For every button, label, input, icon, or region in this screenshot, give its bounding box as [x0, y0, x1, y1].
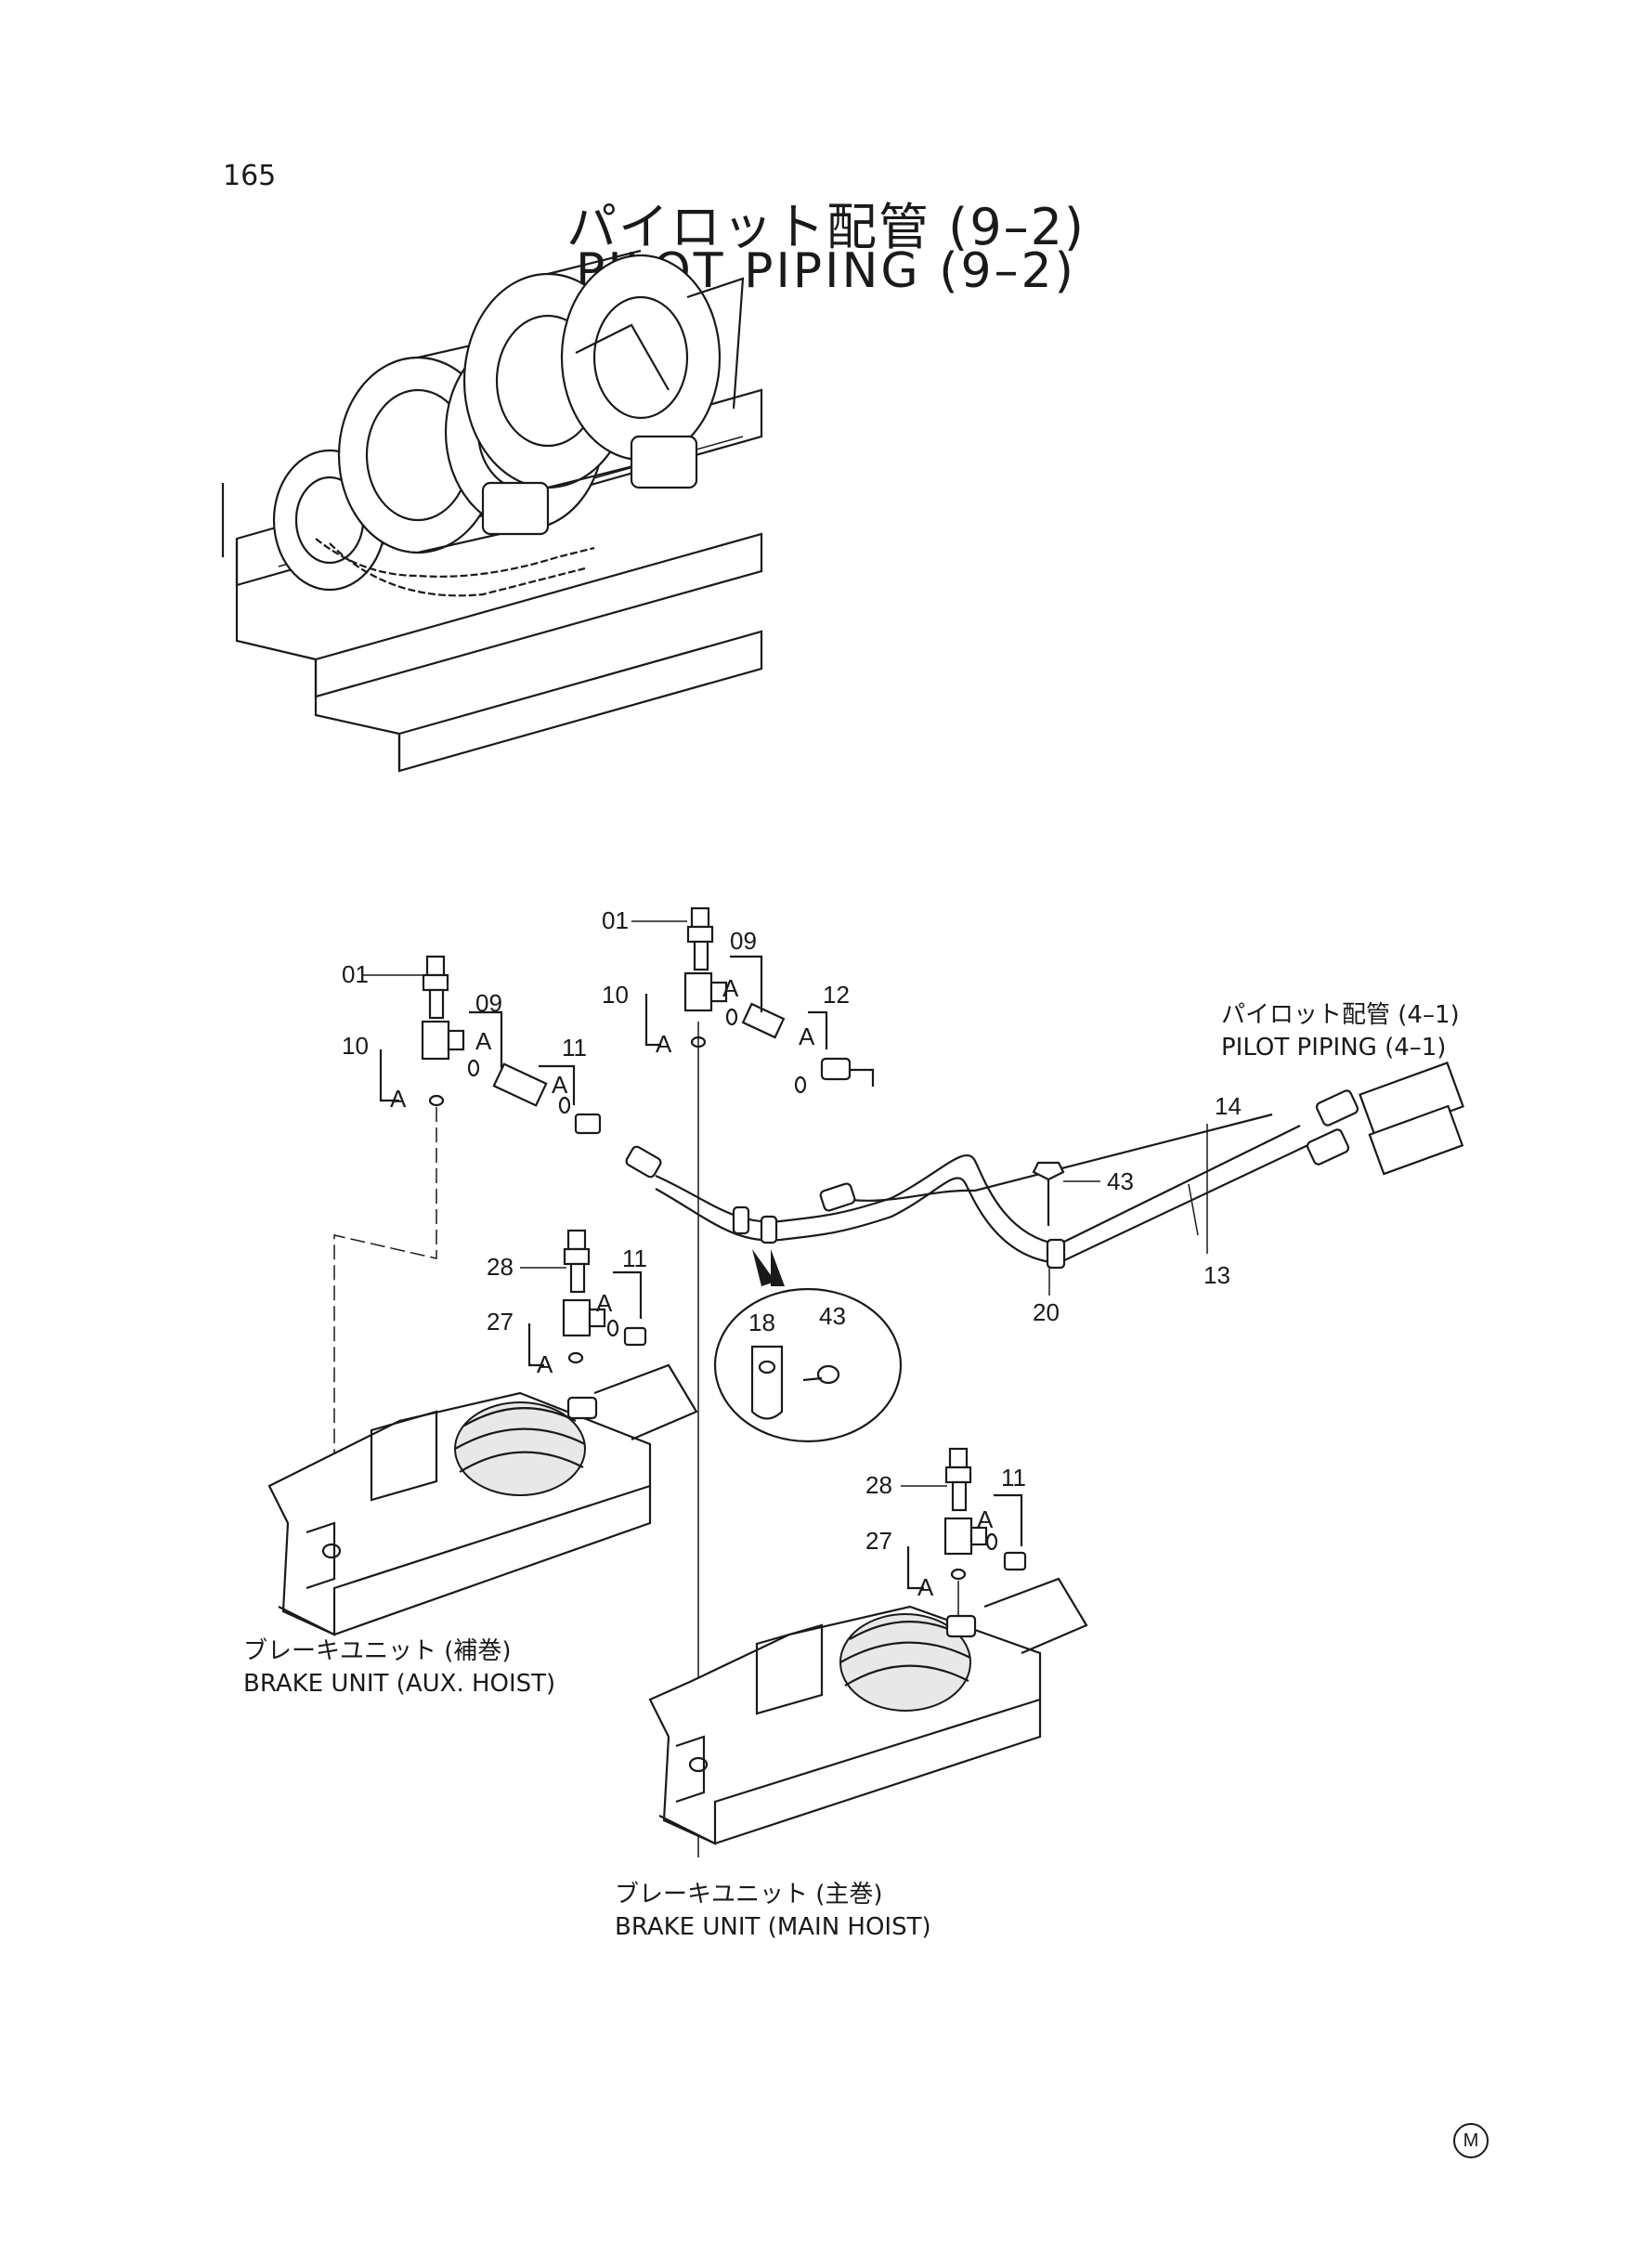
detail-a-marker: A — [390, 1085, 407, 1113]
detail-a-marker: A — [799, 1023, 815, 1050]
part-label-11-main: 11 — [1001, 1464, 1026, 1492]
detail-a-marker: A — [537, 1350, 553, 1378]
part-label-01-left: 01 — [342, 960, 369, 988]
part-label-10-left: 10 — [342, 1032, 369, 1060]
part-label-27-aux: 27 — [487, 1308, 514, 1335]
part-label-27-main: 27 — [865, 1527, 892, 1555]
main-brake-caption-ja: ブレーキユニット (主巻) — [615, 1881, 883, 1909]
clip-detail-circle — [713, 1287, 903, 1443]
left-fitting-assembly — [333, 955, 602, 1542]
pilot-piping-ref-ja: パイロット配管 (4–1) — [1221, 1001, 1460, 1029]
part-label-28-aux: 28 — [487, 1253, 514, 1281]
part-label-43-detail: 43 — [819, 1302, 846, 1330]
part-label-43-top: 43 — [1107, 1167, 1134, 1195]
captions: パイロット配管 (4–1) PILOT PIPING (4–1) ブレーキユニッ… — [243, 1001, 1460, 1941]
aux-brake-fitting-assembly — [527, 1229, 647, 1367]
overview-winch-illustration — [221, 249, 763, 773]
pilot-piping-ref-en: PILOT PIPING (4–1) — [1221, 1034, 1446, 1062]
detail-a-marker: A — [656, 1030, 672, 1058]
part-label-28-main: 28 — [865, 1471, 892, 1499]
detail-a-marker: A — [917, 1573, 934, 1601]
detail-a-marker: A — [722, 974, 739, 1002]
part-label-10-top: 10 — [602, 981, 629, 1009]
catalog-mark: M — [1453, 2123, 1489, 2158]
main-brake-unit-illustration — [648, 1577, 1088, 1845]
page-title-japanese: パイロット配管 (9–2) — [566, 198, 1086, 256]
part-label-13: 13 — [1203, 1261, 1230, 1289]
page-number: 165 — [223, 160, 277, 192]
part-label-12: 12 — [823, 981, 850, 1009]
part-label-11-aux: 11 — [622, 1244, 647, 1272]
main-brake-caption-en: BRAKE UNIT (MAIN HOIST) — [615, 1913, 931, 1941]
detail-a-marker: A — [475, 1027, 492, 1055]
pilot-hoses — [625, 1061, 1464, 1286]
part-number-labels: 01 10 09 11 01 10 09 12 14 13 43 20 18 4… — [342, 906, 1242, 1601]
part-label-09-left: 09 — [475, 989, 502, 1017]
detail-a-marker: A — [596, 1289, 613, 1317]
aux-brake-caption-ja: ブレーキユニット (補巻) — [243, 1637, 512, 1665]
part-label-01-top: 01 — [602, 906, 629, 934]
part-label-14: 14 — [1215, 1092, 1242, 1120]
aux-brake-caption-en: BRAKE UNIT (AUX. HOIST) — [243, 1670, 555, 1698]
aux-brake-unit-illustration — [267, 1363, 698, 1636]
detail-a-marker: A — [977, 1505, 994, 1533]
part-label-18: 18 — [748, 1309, 775, 1336]
part-label-11-left: 11 — [562, 1034, 587, 1062]
detail-a-marker: A — [552, 1071, 568, 1099]
leader-lines — [362, 920, 1208, 1487]
part-label-20: 20 — [1033, 1298, 1060, 1326]
part-label-09-top: 09 — [730, 927, 757, 955]
